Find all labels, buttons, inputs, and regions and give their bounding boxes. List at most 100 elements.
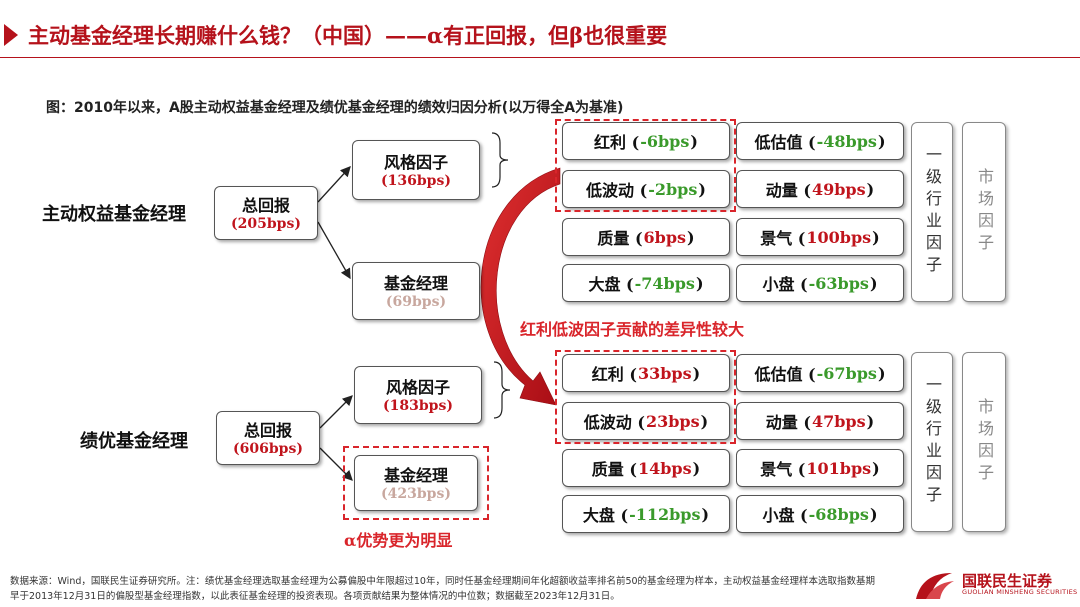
total-return-box: 总回报 (606bps) [216, 411, 320, 465]
factor-box-dividend: 红利 (-6bps) [562, 122, 730, 160]
factor-value: -6bps [640, 131, 690, 151]
industry-factor-box: 一级行业因子 [911, 122, 953, 302]
factor-box-momentum: 动量 (49bps) [736, 170, 904, 208]
factor-box-large-cap: 大盘 (-112bps) [562, 495, 730, 533]
factor-paren: ) [687, 227, 695, 247]
style-factor-value: (136bps) [381, 173, 451, 189]
style-factor-value: (183bps) [383, 398, 453, 414]
highlight-manager-g2 [343, 446, 489, 520]
brand-name-en: GUOLIAN MINSHENG SECURITIES [962, 588, 1078, 596]
factor-value: 33bps [637, 363, 692, 383]
brace-g1 [491, 132, 509, 188]
factor-paren: ) [866, 179, 875, 199]
factor-paren: ) [872, 227, 880, 247]
factor-value: -68bps [808, 504, 869, 524]
page-title: 主动基金经理长期赚什么钱？（中国）——α有正回报，但β也很重要 [28, 23, 668, 48]
factor-box-low-valuation: 低估值 (-67bps) [736, 354, 904, 392]
factor-box-prosperity: 景气 (100bps) [736, 218, 904, 256]
factor-box-large-cap: 大盘 (-74bps) [562, 264, 730, 302]
factor-label: 大盘 ( [582, 506, 629, 525]
group-label-active-managers: 主动权益基金经理 [42, 204, 186, 225]
manager-value: (423bps) [381, 486, 451, 502]
factor-value: 6bps [643, 227, 687, 247]
manager-box: 基金经理 (69bps) [352, 262, 480, 320]
factor-box-dividend: 红利 (33bps) [562, 354, 730, 392]
factor-box-quality: 质量 (14bps) [562, 449, 730, 487]
factor-paren: ) [701, 504, 710, 524]
factor-value: -112bps [629, 504, 701, 524]
style-factor-box: 风格因子 (136bps) [352, 140, 480, 200]
industry-factor-box: 一级行业因子 [911, 352, 953, 532]
factor-value: -48bps [816, 131, 877, 151]
factor-value: 47bps [811, 411, 866, 431]
market-factor-box: 市场因子 [962, 122, 1006, 302]
factor-label: 动量 ( [765, 413, 811, 432]
factor-box-low-volatility: 低波动 (-2bps) [562, 170, 730, 208]
factor-value: 101bps [806, 458, 872, 478]
factor-paren: ) [877, 363, 886, 383]
total-return-value: (205bps) [231, 216, 301, 232]
market-factor-label: 市场因子 [975, 398, 994, 486]
factor-label: 质量 ( [591, 460, 637, 479]
factor-value: 23bps [645, 411, 700, 431]
factor-box-low-volatility: 低波动 (23bps) [562, 402, 730, 440]
factor-label: 动量 ( [765, 181, 811, 200]
factor-box-low-valuation: 低估值 (-48bps) [736, 122, 904, 160]
brace-g2 [493, 361, 511, 419]
factor-label: 景气 ( [760, 460, 806, 479]
factor-diff-note: 红利低波因子贡献的差异性较大 [520, 320, 745, 339]
arrow-g2-style [319, 395, 353, 429]
market-factor-label: 市场因子 [975, 168, 994, 256]
style-factor-label: 风格因子 [385, 378, 450, 397]
total-return-label: 总回报 [241, 196, 290, 215]
factor-value: 49bps [811, 179, 866, 199]
factor-paren: ) [692, 458, 701, 478]
factor-paren: ) [698, 179, 706, 199]
factor-value: -67bps [816, 363, 877, 383]
factor-label: 红利 ( [594, 133, 640, 152]
factor-value: -63bps [808, 273, 869, 293]
factor-value: -74bps [634, 273, 695, 293]
highlight-dividend-lowvol-g2 [555, 350, 736, 444]
factor-box-momentum: 动量 (47bps) [736, 402, 904, 440]
factor-label: 低波动 ( [586, 181, 648, 200]
arrow-g2-manager [319, 447, 353, 481]
curved-red-arrow [480, 167, 561, 406]
title-divider [0, 57, 1080, 58]
total-return-label: 总回报 [243, 421, 292, 440]
manager-label: 基金经理 [383, 274, 448, 293]
factor-box-quality: 质量 (6bps) [562, 218, 730, 256]
factor-paren: ) [869, 273, 878, 293]
factor-box-small-cap: 小盘 (-63bps) [736, 264, 904, 302]
factor-paren: ) [872, 458, 880, 478]
factor-box-small-cap: 小盘 (-68bps) [736, 495, 904, 533]
industry-factor-label: 一级行业因子 [923, 146, 942, 278]
factor-label: 质量 ( [597, 229, 643, 248]
factor-label: 小盘 ( [762, 275, 808, 294]
factor-label: 低估值 ( [754, 133, 816, 152]
factor-paren: ) [866, 411, 875, 431]
group-label-top-managers: 绩优基金经理 [80, 431, 188, 452]
factor-label: 景气 ( [760, 229, 806, 248]
total-return-value: (606bps) [233, 441, 303, 457]
brand-name: 国联民生证券 [962, 572, 1053, 590]
footnote: 数据来源：Wind，国联民生证券研究所。注：绩优基金经理选取基金经理为公募偏股中… [10, 576, 876, 602]
factor-paren: ) [692, 363, 701, 383]
style-factor-box: 风格因子 (183bps) [354, 366, 482, 424]
factor-box-prosperity: 景气 (101bps) [736, 449, 904, 487]
market-factor-box: 市场因子 [962, 352, 1006, 532]
factor-value: 14bps [637, 458, 692, 478]
alpha-note: α优势更为明显 [344, 531, 453, 550]
factor-label: 低波动 ( [583, 413, 645, 432]
highlight-dividend-lowvol-g1 [555, 119, 736, 212]
factor-label: 低估值 ( [754, 365, 816, 384]
figure-caption: 图：2010年以来，A股主动权益基金经理及绩优基金经理的绩效归因分析(以万得全A… [46, 100, 624, 116]
factor-value: -2bps [648, 179, 698, 199]
factor-paren: ) [690, 131, 698, 151]
factor-label: 大盘 ( [588, 275, 634, 294]
factor-paren: ) [700, 411, 709, 431]
manager-box: 基金经理 (423bps) [354, 455, 478, 511]
style-factor-label: 风格因子 [383, 153, 448, 172]
manager-value: (69bps) [385, 294, 447, 310]
arrow-g1-manager [317, 221, 351, 280]
